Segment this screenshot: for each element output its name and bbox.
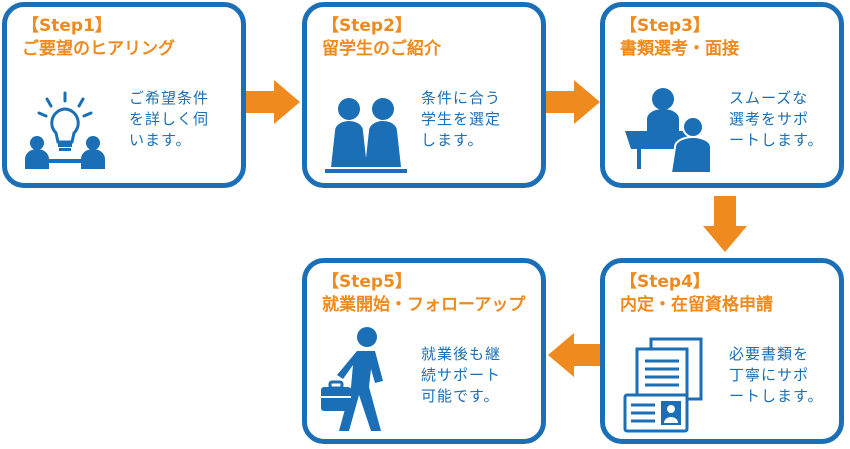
arrow-left-icon — [548, 333, 600, 377]
step4-desc-line: 必要書類を — [729, 345, 810, 363]
step1-desc-line: います。 — [129, 131, 192, 149]
step2-desc-line: します。 — [421, 131, 484, 149]
step1-desc-line: を詳しく伺 — [129, 110, 210, 128]
step5-title: 就業開始・フォローアップ — [322, 295, 526, 315]
step5-label: 【Step5】 — [322, 272, 412, 292]
step2-desc: 条件に合う 学生を選定 します。 — [421, 88, 501, 151]
step3-desc: スムーズな 選考をサポ ートします。 — [729, 88, 824, 151]
step5-card: 【Step5】 就業開始・フォローアップ 就業後も継 続サポート 可能です。 — [302, 258, 546, 444]
step3-desc-line: スムーズな — [729, 89, 809, 107]
step3-desc-line: ートします。 — [729, 131, 824, 149]
step2-desc-line: 学生を選定 — [421, 110, 502, 128]
step4-title: 内定・在留資格申請 — [620, 295, 773, 315]
meeting-lightbulb-icon — [25, 91, 105, 169]
step2-desc-line: 条件に合う — [421, 89, 502, 107]
step3-desc-line: 選考をサポ — [729, 110, 810, 128]
step5-desc-line: 続サポート — [421, 366, 502, 384]
documents-id-card-icon — [623, 337, 703, 433]
step1-desc: ご希望条件 を詳しく伺 います。 — [129, 88, 209, 151]
step4-label: 【Step4】 — [620, 272, 710, 292]
step4-desc-line: 丁寧にサポ — [729, 366, 810, 384]
walking-businessman-icon — [321, 327, 383, 431]
step5-desc: 就業後も継 続サポート 可能です。 — [421, 344, 501, 407]
step4-card: 【Step4】 内定・在留資格申請 必要書類を 丁寧にサポ ートします。 — [600, 258, 844, 444]
step2-title: 留学生のご紹介 — [322, 39, 441, 59]
step1-label: 【Step1】 — [22, 16, 112, 36]
step4-desc-line: ートします。 — [729, 387, 824, 405]
step1-desc-line: ご希望条件 — [129, 89, 210, 107]
step1-title: ご要望のヒアリング — [22, 39, 175, 59]
interview-icon — [625, 88, 712, 174]
arrow-right-icon — [546, 80, 600, 124]
step3-title: 書類選考・面接 — [620, 39, 739, 59]
arrow-down-icon — [703, 196, 747, 252]
two-people-icon — [325, 98, 407, 173]
arrow-right-icon — [246, 80, 300, 124]
step5-desc-line: 就業後も継 — [421, 345, 502, 363]
step2-card: 【Step2】 留学生のご紹介 条件に合う 学生を選定 します。 — [302, 2, 546, 188]
step1-card: 【Step1】 ご要望のヒアリング ご希望条件 を詳しく伺 います。 — [2, 2, 246, 188]
step3-card: 【Step3】 書類選考・面接 スムーズな 選考をサポ ートします。 — [600, 2, 844, 188]
step4-desc: 必要書類を 丁寧にサポ ートします。 — [729, 344, 824, 407]
step2-label: 【Step2】 — [322, 16, 412, 36]
step3-label: 【Step3】 — [620, 16, 710, 36]
step5-desc-line: 可能です。 — [421, 387, 500, 405]
